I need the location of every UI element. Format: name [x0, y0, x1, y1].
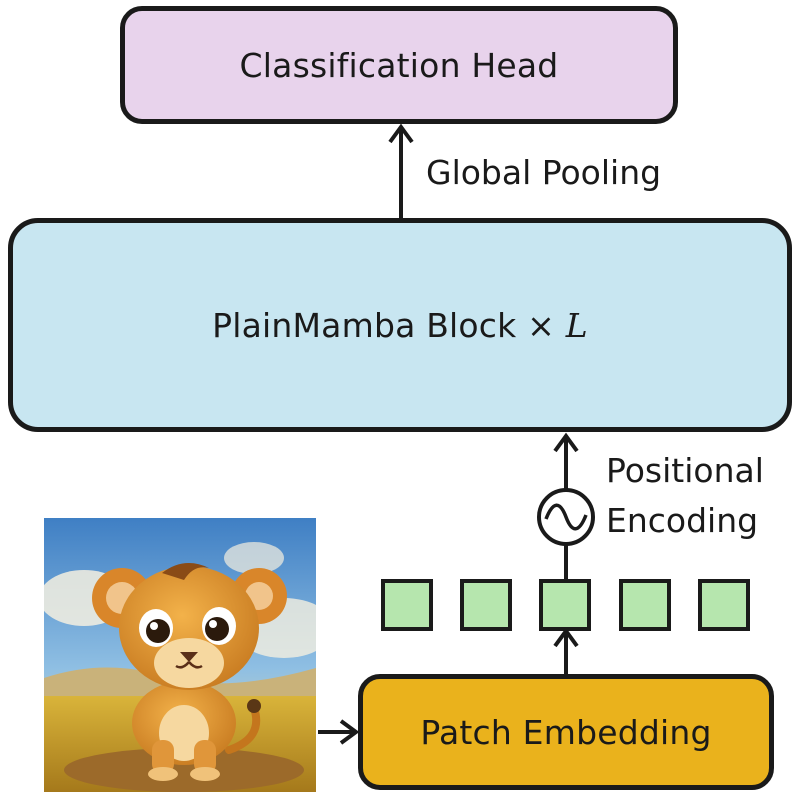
arrow-head-right — [339, 719, 360, 745]
plainmamba-block-label: PlainMamba Block × L — [212, 306, 588, 345]
patch-token — [460, 579, 512, 631]
arrow-head-up-3 — [553, 432, 579, 453]
patch-token — [381, 579, 433, 631]
patch-token — [539, 579, 591, 631]
positional-encoding-line1: Positional — [606, 451, 764, 490]
positional-encoding-label: Positional Encoding — [606, 446, 764, 546]
patch-tokens — [381, 579, 750, 631]
patch-token — [619, 579, 671, 631]
patch-embedding-label: Patch Embedding — [420, 712, 712, 752]
patch-token — [698, 579, 750, 631]
block-repeat-symbol: L — [565, 305, 588, 345]
arrow-head-up-1 — [388, 123, 414, 144]
global-pooling-label: Global Pooling — [426, 153, 662, 192]
classification-head-box: Classification Head — [120, 6, 678, 124]
patch-embedding-box: Patch Embedding — [358, 674, 774, 790]
cartoon-lion-cub-image — [44, 518, 316, 792]
positional-encoding-line2: Encoding — [606, 501, 759, 540]
plainmamba-block-box: PlainMamba Block × L — [8, 218, 792, 432]
plainmamba-block-text: PlainMamba Block × — [212, 305, 556, 345]
classification-head-label: Classification Head — [239, 45, 559, 85]
sine-wave-circle-icon — [537, 488, 595, 546]
